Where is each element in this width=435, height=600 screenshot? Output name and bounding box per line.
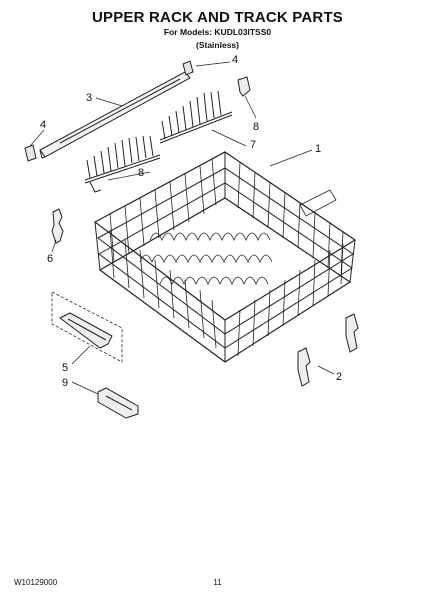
callout-2: 2 <box>336 371 342 383</box>
model-line: For Models: KUDL03ITSS0 <box>163 27 272 37</box>
callout-9: 9 <box>62 377 68 389</box>
document-number: W10129000 <box>14 578 58 587</box>
callout-4-left: 4 <box>40 119 46 131</box>
rack-basket-part <box>93 151 357 363</box>
clip-part-top <box>237 76 251 97</box>
tine-row-part-left <box>84 135 161 193</box>
callout-1: 1 <box>315 143 321 155</box>
callout-7: 7 <box>250 139 256 151</box>
callout-4-top: 4 <box>232 54 238 66</box>
roller-part-right-top <box>345 313 359 353</box>
end-cap-part-top <box>182 60 194 76</box>
tine-row-part-top <box>159 90 233 144</box>
page-number: 11 <box>213 578 222 587</box>
bracket-part <box>51 291 123 363</box>
end-cap-part-left <box>24 144 37 162</box>
callout-6: 6 <box>47 253 53 265</box>
roller-part-right-bottom <box>297 347 311 387</box>
callout-8-top: 8 <box>253 121 259 133</box>
slide-part <box>97 387 139 419</box>
finish-line: (Stainless) <box>196 40 239 50</box>
callout-3: 3 <box>86 92 92 104</box>
track-rail-part <box>39 71 191 159</box>
callout-8-left: 8 <box>138 167 144 179</box>
callout-5: 5 <box>62 362 68 374</box>
clip-part-left <box>51 208 64 244</box>
page-title: UPPER RACK AND TRACK PARTS <box>91 9 344 26</box>
